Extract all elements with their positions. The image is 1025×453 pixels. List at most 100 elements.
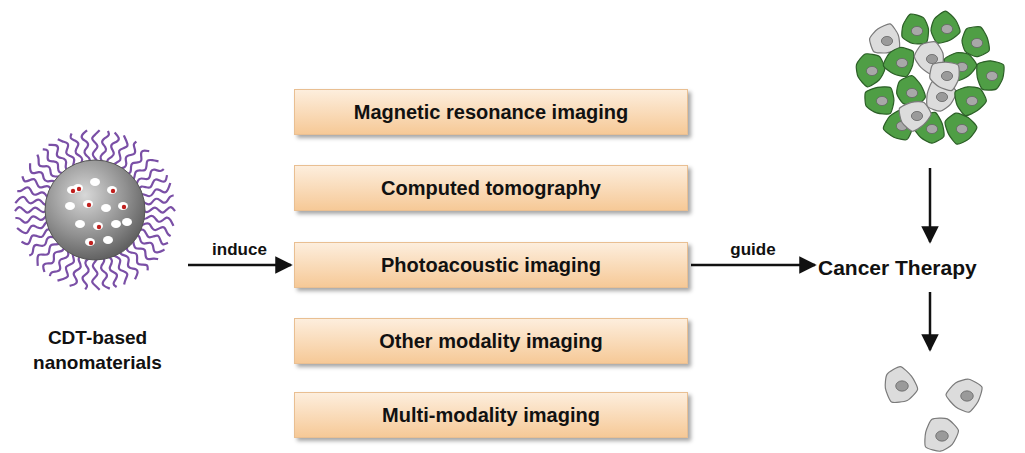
polymer-chain	[15, 214, 47, 222]
pore	[93, 222, 103, 230]
polymer-chain	[127, 246, 148, 271]
cell	[902, 14, 929, 44]
nucleus	[896, 58, 907, 67]
pore	[83, 200, 93, 208]
polymer-chain	[107, 132, 119, 163]
cargo-dot	[87, 203, 91, 207]
cell	[870, 24, 900, 53]
polymer-chain	[70, 256, 81, 286]
pores	[65, 178, 132, 246]
polymer-chain	[142, 195, 174, 204]
nucleus	[986, 71, 997, 80]
therapy-text: Cancer Therapy	[818, 256, 977, 280]
cell	[865, 87, 894, 114]
nucleus	[911, 26, 922, 35]
polymer-chain	[140, 183, 170, 196]
imaging-box: Photoacoustic imaging	[294, 242, 688, 288]
nucleus	[941, 24, 952, 33]
polymer-chain	[43, 149, 64, 173]
nucleus	[971, 38, 982, 47]
polymer-chain	[107, 256, 117, 287]
nucleus	[941, 71, 952, 80]
pore	[75, 220, 85, 228]
nucleus	[881, 36, 892, 45]
cargo-dot	[71, 189, 75, 193]
pore	[122, 218, 132, 226]
imaging-box: Other modality imaging	[294, 318, 688, 364]
polymer-chain	[92, 130, 99, 162]
cell	[945, 113, 977, 144]
nanoparticle	[45, 160, 145, 260]
dead-cells	[885, 367, 982, 452]
polymer-chain	[15, 207, 47, 213]
polymer-chain	[83, 258, 90, 290]
pore	[85, 238, 95, 246]
cargo-dot	[97, 225, 101, 229]
cell	[962, 27, 989, 57]
nucleus	[936, 92, 947, 101]
nucleus	[926, 54, 937, 63]
polymer-chain	[119, 142, 136, 169]
edge-label: induce	[212, 240, 267, 260]
cargo-dot	[89, 241, 93, 245]
polymer-chains	[15, 130, 175, 290]
pore	[118, 202, 128, 210]
pore	[103, 236, 113, 244]
box-label: Magnetic resonance imaging	[354, 101, 629, 124]
material-name: CDT-based nanomaterials	[10, 325, 185, 375]
polymer-chain	[15, 197, 47, 206]
polymer-chain	[101, 131, 109, 163]
arrow-connector	[691, 264, 815, 267]
polymer-chain	[17, 221, 48, 233]
polymer-chain	[22, 229, 52, 244]
nucleus	[966, 96, 977, 105]
cell	[925, 418, 959, 451]
cell	[856, 54, 885, 87]
polymer-chain	[29, 237, 56, 256]
box-label: Multi-modality imaging	[382, 404, 600, 427]
cell	[899, 102, 931, 132]
polymer-chain	[58, 139, 74, 167]
cargo-dot	[122, 205, 126, 209]
polymer-chain	[82, 130, 90, 162]
nucleus	[936, 431, 949, 441]
down-arrow	[929, 168, 932, 242]
box-label: Photoacoustic imaging	[381, 254, 601, 277]
polymer-chain	[143, 207, 175, 213]
cargo-dot	[77, 187, 81, 191]
nucleus	[876, 96, 887, 105]
therapy-label: Cancer Therapy	[818, 247, 1023, 289]
nucleus	[896, 381, 909, 391]
pore	[107, 186, 117, 194]
imaging-box: Computed tomography	[294, 165, 688, 211]
cell	[955, 87, 986, 116]
cell	[885, 367, 917, 403]
cell	[931, 11, 960, 43]
polymer-chain	[17, 187, 48, 199]
tumor-cells	[856, 11, 1004, 144]
cell	[977, 61, 1004, 90]
material-illustration: CDT-based nanomaterials	[10, 130, 185, 375]
down-arrow	[929, 292, 932, 350]
polymer-chain	[119, 251, 137, 279]
polymer-chain	[71, 133, 83, 164]
pore	[90, 178, 100, 186]
arrow-connector	[188, 264, 291, 267]
nucleus	[906, 88, 917, 97]
polymer-chain	[43, 247, 64, 272]
imaging-box: Multi-modality imaging	[294, 392, 688, 438]
edge-label: guide	[730, 240, 775, 260]
pore	[67, 186, 77, 194]
nucleus	[911, 111, 922, 120]
box-label: Computed tomography	[381, 177, 601, 200]
polymer-chain	[137, 169, 164, 186]
cell	[946, 379, 982, 412]
polymer-chain	[138, 175, 167, 190]
cargo-dot	[111, 189, 115, 193]
pore	[101, 204, 111, 212]
nucleus	[866, 66, 877, 75]
cell	[883, 47, 913, 76]
imaging-box: Magnetic resonance imaging	[294, 89, 688, 135]
